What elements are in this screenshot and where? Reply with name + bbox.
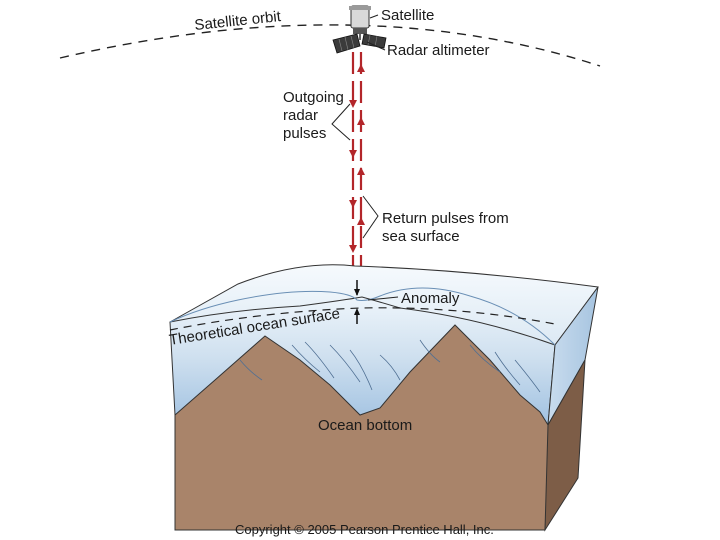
- satellite-orbit-arc: [60, 25, 600, 66]
- return-pulses-annotation: Return pulses from sea surface: [363, 196, 509, 245]
- radar-pulses: [349, 52, 365, 288]
- outgoing-bracket: [332, 104, 350, 140]
- satellite-label: Satellite: [381, 7, 434, 24]
- solar-panel-left: [333, 34, 360, 53]
- radar-altimeter-label: Radar altimeter: [387, 42, 490, 59]
- outgoing-pulses-annotation: Outgoing radar pulses: [283, 89, 350, 142]
- ocean-bottom-label: Ocean bottom: [318, 417, 412, 434]
- outgoing-label-line1: Outgoing: [283, 89, 344, 106]
- outgoing-label-line2: radar: [283, 107, 318, 124]
- satellite-orbit-label: Satellite orbit: [194, 8, 283, 34]
- return-label-line2: sea surface: [382, 228, 460, 245]
- solar-panel-right: [362, 34, 386, 48]
- return-label-line1: Return pulses from: [382, 210, 509, 227]
- satellite: [333, 6, 386, 53]
- outgoing-label-line3: pulses: [283, 125, 326, 142]
- satellite-leader: [370, 15, 378, 18]
- return-bracket: [363, 196, 378, 238]
- outgoing-pulse-line: [349, 52, 357, 288]
- return-pulse-line: [357, 52, 365, 286]
- anomaly-label: Anomaly: [401, 290, 460, 307]
- copyright-text: Copyright © 2005 Pearson Prentice Hall, …: [235, 522, 494, 537]
